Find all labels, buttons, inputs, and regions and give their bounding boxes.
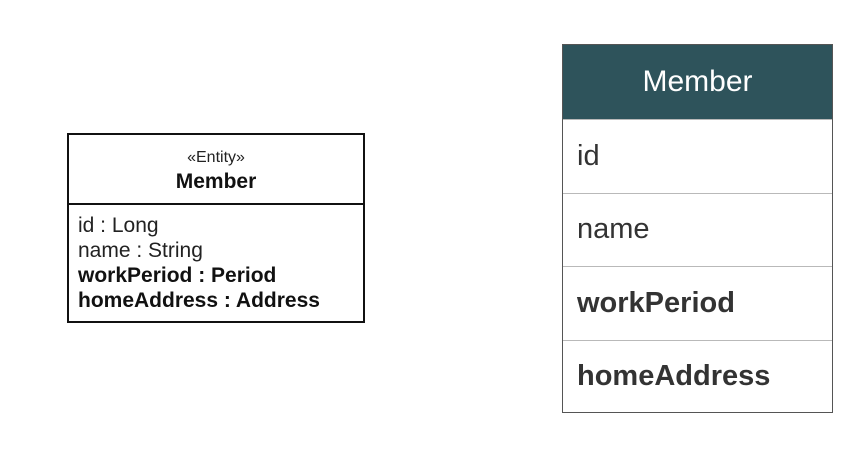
uml-stereotype: «Entity» xyxy=(187,149,245,166)
db-table-box: Member id name workPeriod homeAddress xyxy=(562,44,833,413)
uml-attribute-list: id : Long name : String workPeriod : Per… xyxy=(69,205,363,313)
uml-entity-box: «Entity» Member id : Long name : String … xyxy=(67,133,365,323)
db-table-row-name: name xyxy=(563,192,832,267)
uml-attribute-id: id : Long xyxy=(78,214,159,237)
uml-entity-name: Member xyxy=(175,170,257,193)
db-table-row-id: id xyxy=(563,119,832,193)
uml-attribute-name: name : String xyxy=(78,239,203,262)
uml-entity-header: «Entity» Member xyxy=(69,135,363,205)
uml-attribute-work-period: workPeriod : Period xyxy=(78,264,277,287)
db-table-row-work-period: workPeriod xyxy=(563,266,832,340)
db-table-row-home-address: homeAddress xyxy=(563,339,832,414)
uml-attribute-home-address: homeAddress : Address xyxy=(78,289,320,312)
db-table-title: Member xyxy=(563,45,832,119)
